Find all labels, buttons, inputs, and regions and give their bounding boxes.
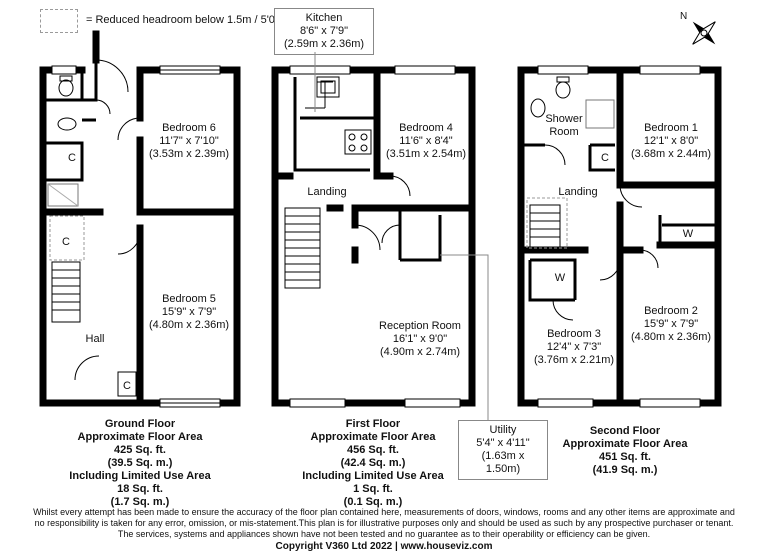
first-floor-area-sqm: (42.4 Sq. m.)	[340, 457, 406, 469]
ground-floor-doors	[74, 59, 141, 381]
ground-floor-area-label: Approximate Floor Area	[77, 431, 203, 443]
ground-reduced-headroom	[49, 215, 85, 261]
bedroom5-imperial: 15'9" x 7'9"	[161, 306, 217, 318]
second-floor-doors	[544, 144, 659, 321]
bedroom2-name: Bedroom 2	[644, 305, 698, 317]
hall-label: Hall	[85, 333, 105, 345]
first-floor-title: First Floor	[345, 418, 401, 430]
second-floor-stairs	[529, 204, 561, 251]
first-floor-limited-label: Including Limited Use Area	[302, 470, 444, 482]
reception-imperial: 16'1" x 9'0"	[392, 333, 448, 345]
first-floor-area-label: Approximate Floor Area	[310, 431, 436, 443]
second-floor-area-sqft: 451 Sq. ft.	[599, 451, 651, 463]
ground-floor-limited-sqft: 18 Sq. ft.	[117, 483, 163, 495]
ground-floor-summary: Ground Floor Approximate Floor Area 425 …	[60, 418, 220, 509]
cupboard-gf-1-label: C	[68, 152, 76, 164]
bedroom4-metric: (3.51m x 2.54m)	[385, 148, 467, 160]
bedroom5-metric: (4.80m x 2.36m)	[148, 319, 230, 331]
bedroom4-imperial: 11'6" x 8'4"	[399, 135, 453, 147]
legend-text: = Reduced headroom below 1.5m / 5'0	[86, 14, 275, 26]
cupboard-gf-3-label: C	[123, 380, 131, 392]
reduced-headroom-swatch	[40, 9, 78, 33]
cupboard-sf-label: C	[601, 152, 609, 164]
bedroom1-metric: (3.68m x 2.44m)	[630, 148, 712, 160]
utility-metric: (1.63m x 1.50m)	[481, 450, 525, 475]
bedroom3-metric: (3.76m x 2.21m)	[533, 354, 615, 366]
ground-floor-stairs	[51, 261, 81, 323]
bedroom3-name: Bedroom 3	[547, 328, 601, 340]
utility-label-box: Utility 5'4" x 4'11" (1.63m x 1.50m)	[458, 420, 548, 480]
kitchen-name: Kitchen	[305, 12, 343, 24]
disclaimer-line-1: Whilst every attempt has been made to en…	[33, 507, 735, 517]
second-floor-area-sqm: (41.9 Sq. m.)	[592, 464, 658, 476]
first-floor-limited-sqm: (0.1 Sq. m.)	[343, 496, 403, 508]
wardrobe-2-label: W	[554, 272, 566, 284]
first-floor-summary: First Floor Approximate Floor Area 456 S…	[293, 418, 453, 509]
second-floor-summary: Second Floor Approximate Floor Area 451 …	[545, 425, 705, 477]
first-floor-stairs	[284, 207, 321, 289]
ground-floor-area-sqft: 425 Sq. ft.	[114, 444, 166, 456]
second-floor-title: Second Floor	[589, 425, 661, 437]
bedroom2-imperial: 15'9" x 7'9"	[643, 318, 699, 330]
landing-first-label: Landing	[307, 186, 347, 198]
bedroom1-name: Bedroom 1	[644, 122, 698, 134]
ground-floor-windows	[51, 65, 221, 408]
reception-name: Reception Room	[379, 320, 461, 332]
second-floor-windows	[537, 65, 701, 408]
bedroom1-label: Bedroom 1 12'1" x 8'0" (3.68m x 2.44m)	[627, 122, 715, 161]
bedroom5-label: Bedroom 5 15'9" x 7'9" (4.80m x 2.36m)	[145, 293, 233, 332]
kitchen-label-box: Kitchen 8'6" x 7'9" (2.59m x 2.36m)	[274, 8, 374, 55]
wardrobe-1-label: W	[682, 228, 694, 240]
copyright-text: Copyright V360 Ltd 2022 | www.houseviz.c…	[275, 541, 493, 552]
first-floor-limited-sqft: 1 Sq. ft.	[353, 483, 393, 495]
second-floor-area-label: Approximate Floor Area	[562, 438, 688, 450]
kitchen-metric: (2.59m x 2.36m)	[283, 38, 365, 50]
cupboard-gf-2-label: C	[62, 236, 70, 248]
first-floor-area-sqft: 456 Sq. ft.	[347, 444, 399, 456]
bedroom4-name: Bedroom 4	[399, 122, 453, 134]
compass-north-label: N	[680, 11, 688, 22]
reception-label: Reception Room 16'1" x 9'0" (4.90m x 2.7…	[370, 320, 470, 359]
bedroom3-imperial: 12'4" x 7'3"	[546, 341, 602, 353]
bedroom2-metric: (4.80m x 2.36m)	[630, 331, 712, 343]
bedroom1-imperial: 12'1" x 8'0"	[643, 135, 699, 147]
second-reduced-headroom	[526, 197, 568, 249]
bedroom3-label: Bedroom 3 12'4" x 7'3" (3.76m x 2.21m)	[530, 328, 618, 367]
reception-metric: (4.90m x 2.74m)	[379, 346, 461, 358]
disclaimer-line-2: no responsibility is taken for any error…	[34, 518, 734, 528]
kitchen-fixtures	[316, 76, 372, 155]
bedroom6-name: Bedroom 6	[162, 122, 216, 134]
bedroom4-label: Bedroom 4 11'6" x 8'4" (3.51m x 2.54m)	[382, 122, 470, 161]
ground-floor-area-sqm: (39.5 Sq. m.)	[107, 457, 173, 469]
utility-name: Utility	[489, 424, 517, 436]
bedroom6-label: Bedroom 6 11'7" x 7'10" (3.53m x 2.39m)	[145, 122, 233, 161]
shower-room-name-2: Room	[549, 126, 579, 138]
ground-floor-limited-label: Including Limited Use Area	[69, 470, 211, 482]
compass-rose-icon	[692, 21, 716, 45]
landing-second-label: Landing	[558, 186, 598, 198]
ground-floor-title: Ground Floor	[104, 418, 176, 430]
shower-room-label: Shower Room	[540, 113, 588, 139]
second-floor-fixtures	[530, 76, 615, 129]
bedroom5-name: Bedroom 5	[162, 293, 216, 305]
disclaimer-text: Whilst every attempt has been made to en…	[0, 507, 768, 540]
utility-imperial: 5'4" x 4'11"	[476, 437, 530, 449]
bedroom6-metric: (3.53m x 2.39m)	[148, 148, 230, 160]
disclaimer-line-3: The services, systems and appliances sho…	[117, 529, 651, 539]
first-floor-windows	[289, 65, 461, 408]
bedroom2-label: Bedroom 2 15'9" x 7'9" (4.80m x 2.36m)	[627, 305, 715, 344]
bedroom6-imperial: 11'7" x 7'10"	[159, 135, 219, 147]
ground-floor-limited-sqm: (1.7 Sq. m.)	[110, 496, 170, 508]
kitchen-imperial: 8'6" x 7'9"	[299, 25, 349, 37]
shower-room-name-1: Shower	[545, 113, 583, 125]
ground-floor-fixtures	[47, 75, 137, 397]
